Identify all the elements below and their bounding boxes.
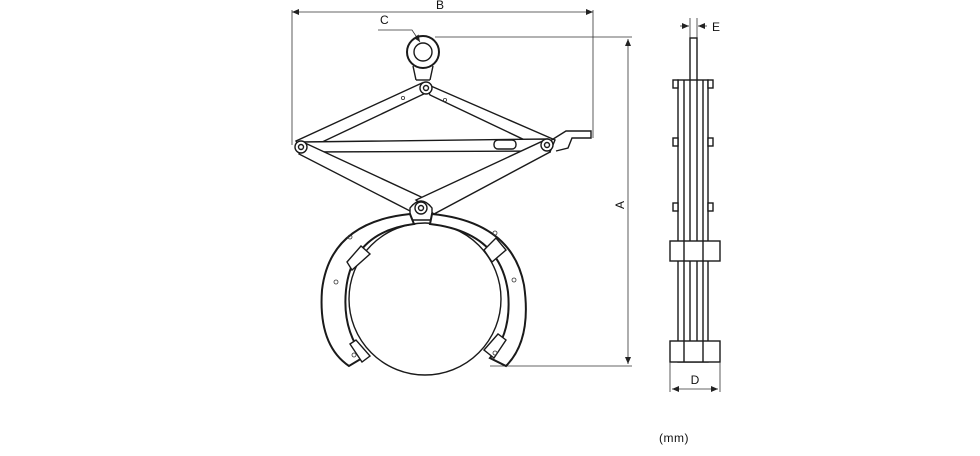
jaw-right [428, 212, 527, 368]
side-bolts [672, 79, 714, 212]
side-view: E [669, 18, 721, 392]
slide-bar [299, 138, 551, 153]
side-plates [677, 79, 709, 363]
center-bracket [409, 200, 433, 221]
dimension-a: A [435, 36, 632, 367]
side-block-lower [669, 340, 721, 363]
hook-handle [549, 130, 592, 152]
dim-e-label: E [712, 20, 720, 34]
dim-a-label: A [613, 201, 627, 209]
pipe [348, 222, 502, 376]
dimension-b: B [291, 0, 594, 145]
lifting-eye [406, 35, 440, 81]
dimension-d: D [669, 362, 721, 392]
dim-b-label: B [436, 0, 444, 12]
side-block-upper [669, 240, 721, 262]
dim-d-label: D [691, 373, 700, 387]
jaw-left [320, 212, 416, 368]
dimension-e: E [680, 18, 720, 38]
scissor-arm-left [298, 142, 434, 213]
front-view: B C A [291, 0, 632, 376]
dim-c-label: C [380, 13, 389, 27]
dimension-c: C [378, 13, 421, 43]
right-pivot [540, 138, 554, 152]
top-pivot [400, 81, 447, 103]
unit-note: (mm) [659, 431, 689, 445]
left-pivot [294, 140, 308, 154]
